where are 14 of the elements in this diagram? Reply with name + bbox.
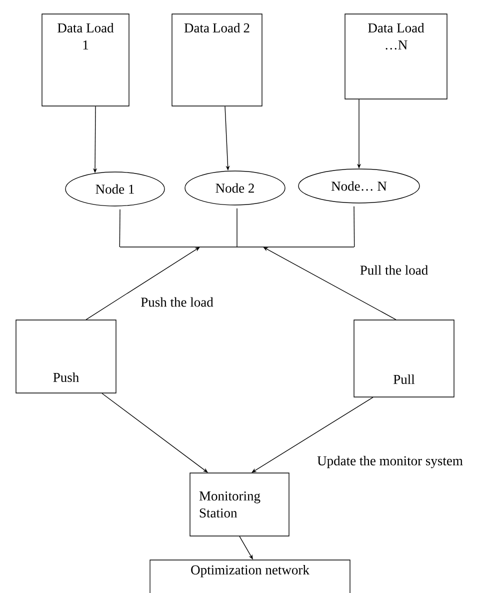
- push-box: Push: [16, 320, 116, 394]
- data-load-box: Data Load 1: [42, 14, 130, 106]
- edge-label: Pull the load: [358, 264, 430, 276]
- edge-label: Update the monitor system: [316, 454, 464, 470]
- bus-line: [120, 246, 354, 248]
- arrow: [86, 247, 200, 320]
- network-box: Optimization network: [150, 560, 350, 593]
- arrow: [263, 247, 396, 320]
- arrow: [252, 397, 374, 473]
- pull-box: Pull: [354, 320, 454, 398]
- edge-label: Push the load: [140, 296, 214, 308]
- data-load-box: Data Load 2: [172, 14, 262, 106]
- station-box: Monitoring Station: [190, 472, 290, 536]
- data-load-box: Data Load …N: [344, 14, 448, 100]
